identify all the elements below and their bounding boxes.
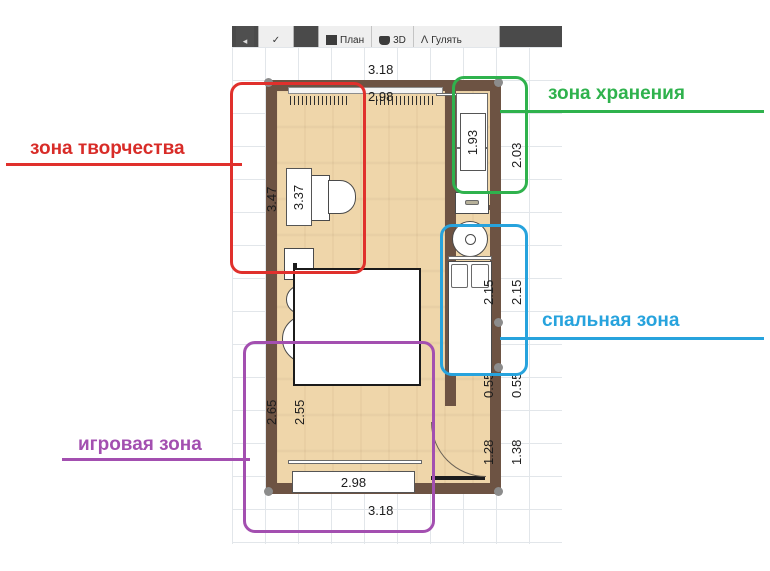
partition-wall-right: [445, 91, 456, 406]
dim-bottom-inner: 2.98: [340, 474, 367, 490]
check-icon[interactable]: ✓: [258, 26, 294, 47]
zone-label-bedroom: спальная зона: [542, 310, 680, 331]
zone-leader-bedroom: [500, 337, 764, 340]
dim-storage-inner-box: 1.93: [460, 113, 486, 171]
dim-bottom-inner-box: 2.98: [292, 471, 415, 493]
zone-box-bedroom: [440, 224, 528, 376]
tab-plan[interactable]: План: [319, 26, 371, 47]
bed-headboard: [448, 256, 492, 260]
dim-left-inner-box: 3.37: [286, 168, 312, 226]
zone-box-play: [243, 341, 435, 533]
zone-label-creativity: зона творчества: [30, 138, 185, 159]
tab-3d-label: 3D: [393, 35, 406, 46]
zone-box-storage: [452, 76, 528, 194]
curtain-left: [290, 96, 348, 105]
wall-node: [494, 78, 503, 87]
pillow-right: [471, 264, 489, 288]
back-arrow-icon[interactable]: ◂: [236, 26, 254, 47]
tab-3d[interactable]: 3D: [371, 26, 413, 47]
wall-node: [494, 487, 503, 496]
zone-leader-creativity: [6, 163, 242, 166]
plan-icon: [326, 35, 337, 45]
dim-top-outer: 3.18: [368, 62, 394, 77]
drawer-handle: [465, 200, 479, 205]
tab-walk[interactable]: Λ Гулять: [412, 26, 469, 47]
tab-walk-label: Гулять: [431, 35, 462, 46]
pillow-left: [451, 264, 468, 288]
dim-gap-outer: 0.55: [509, 372, 524, 398]
zone-label-storage: зона хранения: [548, 83, 685, 104]
wall-node: [264, 487, 273, 496]
cube-3d-icon: [379, 36, 391, 45]
view-mode-tabs: План 3D Λ Гулять: [318, 26, 500, 47]
lamp-center-icon: [465, 234, 476, 245]
door-leaf: [431, 476, 485, 480]
rug[interactable]: [293, 268, 421, 386]
dim-top-inner: 2.98: [368, 89, 394, 104]
wall-node: [494, 318, 503, 327]
curtain-right: [376, 96, 436, 105]
zone-label-play: игровая зона: [78, 434, 202, 455]
zone-leader-storage: [500, 110, 764, 113]
zone-leader-play: [62, 458, 250, 461]
bottom-shelf[interactable]: [288, 460, 422, 464]
dim-gap-inner: 0.55: [481, 372, 496, 398]
walk-icon: Λ: [420, 34, 429, 46]
zone-box-creativity: [230, 82, 366, 274]
desk-chair[interactable]: [328, 180, 356, 214]
dim-bottom-outer: 3.18: [368, 503, 394, 518]
wall-node: [494, 363, 503, 372]
app-toolbar: ◂ ✓ План 3D Λ Гулять: [232, 26, 562, 47]
dim-door-outer: 1.38: [509, 439, 524, 465]
toolbar-right-fill: [500, 26, 562, 47]
dim-door-inner: 1.28: [481, 439, 496, 465]
tab-plan-label: План: [340, 35, 365, 46]
